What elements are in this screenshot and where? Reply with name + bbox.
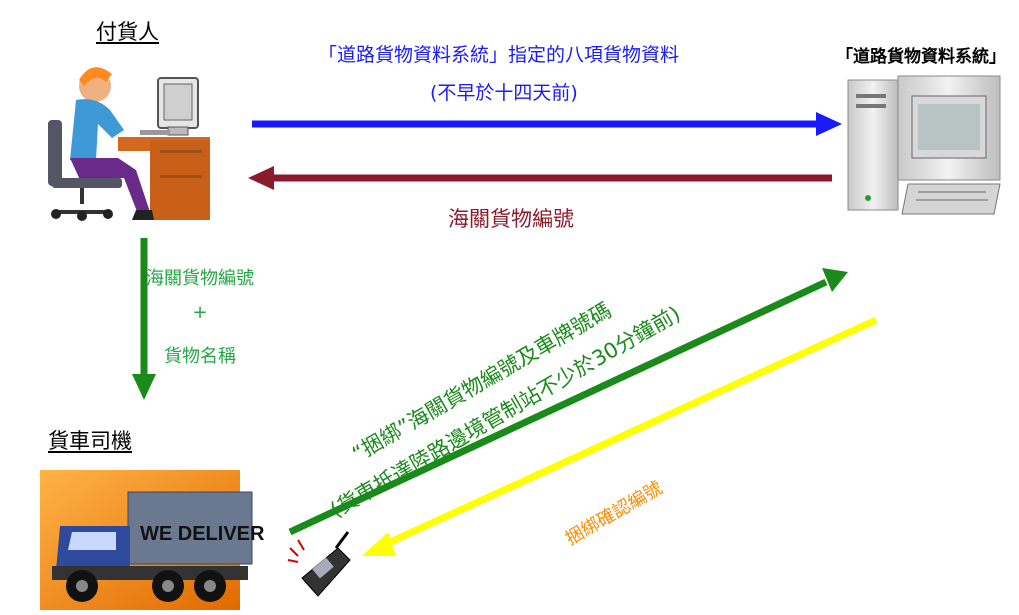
blue-flow-subtext: (不早於十四天前) [430,82,578,104]
driver-label: 貨車司機 [48,429,132,453]
truck-illustration: WE DELIVER [40,470,265,610]
green-flow-text-2: 貨物名稱 [164,346,236,367]
system-label: 「道路貨物資料系統」 [836,47,1006,67]
blue-arrow [252,112,842,136]
yellow-diagonal-arrow [362,316,878,556]
green-diagonal-arrow [288,268,848,536]
shipper-illustration [48,67,210,221]
green-flow-plus: + [192,302,208,323]
green-flow-text-1: 海關貨物編號 [146,268,254,289]
shipper-label: 付貨人 [96,20,159,44]
maroon-flow-text: 海關貨物編號 [448,207,574,231]
system-computer-illustration [847,75,1001,215]
blue-flow-text: 「道路貨物資料系統」指定的八項貨物資料 [318,44,680,66]
green-down-arrow [132,238,156,400]
maroon-arrow [248,166,832,190]
mobile-phone-icon [287,531,351,597]
truck-text: WE DELIVER [140,523,265,545]
